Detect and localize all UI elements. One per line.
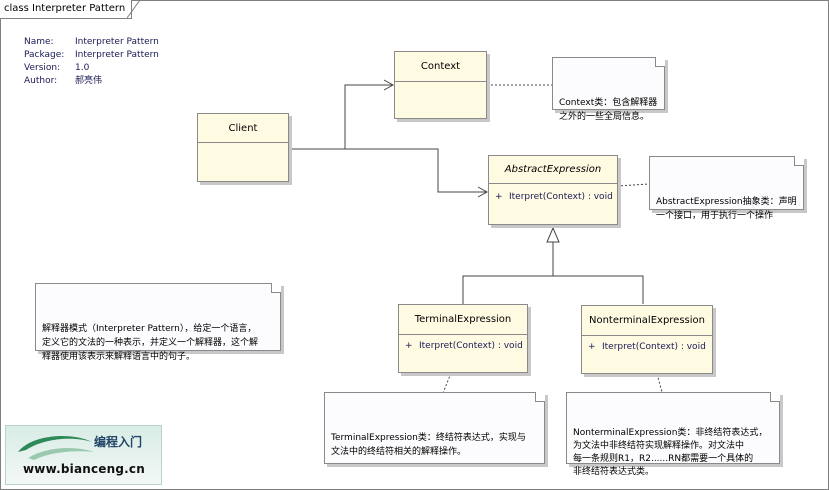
operation-signature: Iterpret(Context) : void (509, 192, 613, 202)
note-context-text: Context类：包含解释器 之外的一些全局信息。 (559, 98, 658, 122)
class-context[interactable]: Context (394, 51, 487, 119)
class-nonterminal-expression-name: NonterminalExpression (582, 306, 712, 336)
note-nonterminal-expression[interactable]: NonterminalExpression类：非终结符表达式， 为文法中非终结符… (566, 392, 780, 477)
logo-text-cn: 编程入门 (94, 435, 143, 449)
meta-name-key: Name: (24, 37, 54, 47)
nonterminal-note-link (656, 373, 663, 393)
note-nonterminal-expression-text: NonterminalExpression类：非终结符表达式， 为文法中非终结符… (573, 428, 768, 477)
note-fold-corner (271, 283, 281, 293)
watermark-logo: 编程入门 www.bianceng.cn (5, 425, 162, 485)
generalization-line (462, 275, 644, 304)
class-terminal-expression-name: TerminalExpression (399, 305, 527, 335)
note-abstract-expression[interactable]: AbstractExpression抽象类：声明 一个接口，用于执行一个操作 (649, 156, 804, 221)
logo-swoosh-icon (18, 436, 94, 460)
note-fold-corner (655, 57, 665, 67)
class-context-name: Context (395, 52, 486, 82)
diagram-metadata: Name: Interpreter Pattern Package: Interpr… (24, 36, 159, 88)
class-nonterminal-expression-operation: + Iterpret(Context) : void (582, 342, 712, 352)
note-interpreter-pattern[interactable]: 解释器模式（Interpreter Pattern），给定一个语言， 定义它的文… (35, 283, 281, 362)
meta-package-key: Package: (24, 50, 65, 60)
meta-name-value: Interpreter Pattern (75, 37, 159, 47)
client-context-association (289, 84, 393, 150)
generalization-arrowhead (546, 226, 560, 243)
class-terminal-expression-operation: + Iterpret(Context) : void (399, 341, 527, 351)
terminal-note-link (442, 372, 452, 394)
class-client-name: Client (198, 114, 288, 143)
meta-author-value: 郝亮伟 (75, 76, 103, 86)
note-fold-corner (770, 392, 780, 402)
meta-version-key: Version: (24, 63, 61, 73)
association-arrowhead-abstract (477, 186, 489, 198)
frame-title: class Interpreter Pattern (0, 0, 133, 19)
frame-tab-corner (127, 0, 141, 18)
association-arrowhead-context (383, 79, 395, 91)
operation-visibility: + (495, 192, 503, 202)
operation-signature: Iterpret(Context) : void (419, 341, 523, 351)
note-fold-corner (535, 392, 545, 402)
client-abstract-association (289, 148, 487, 193)
abstract-note-link (616, 183, 650, 187)
class-abstract-expression-name: AbstractExpression (489, 156, 617, 184)
note-terminal-expression[interactable]: TerminalExpression类：终结符表达式，实现与 文法中的终结符相关… (324, 392, 545, 464)
meta-version-value: 1.0 (75, 63, 90, 73)
logo-url: www.bianceng.cn (23, 462, 145, 476)
class-abstract-expression[interactable]: AbstractExpression + Iterpret(Context) : … (488, 155, 618, 225)
note-context[interactable]: Context类：包含解释器 之外的一些全局信息。 (552, 57, 665, 122)
note-terminal-expression-text: TerminalExpression类：终结符表达式，实现与 文法中的终结符相关… (331, 433, 526, 457)
note-interpreter-pattern-text: 解释器模式（Interpreter Pattern），给定一个语言， 定义它的文… (42, 324, 259, 362)
operation-signature: Iterpret(Context) : void (602, 342, 706, 352)
meta-author-key: Author: (24, 76, 58, 86)
operation-visibility: + (405, 341, 413, 351)
meta-package-value: Interpreter Pattern (75, 50, 159, 60)
note-fold-corner (794, 156, 804, 166)
class-nonterminal-expression[interactable]: NonterminalExpression + Iterpret(Context)… (581, 305, 713, 374)
class-client[interactable]: Client (197, 113, 289, 182)
operation-visibility: + (588, 342, 596, 352)
class-abstract-expression-operation: + Iterpret(Context) : void (489, 192, 617, 202)
class-terminal-expression[interactable]: TerminalExpression + Iterpret(Context) : … (398, 304, 528, 373)
note-abstract-expression-text: AbstractExpression抽象类：声明 一个接口，用于执行一个操作 (656, 197, 797, 221)
